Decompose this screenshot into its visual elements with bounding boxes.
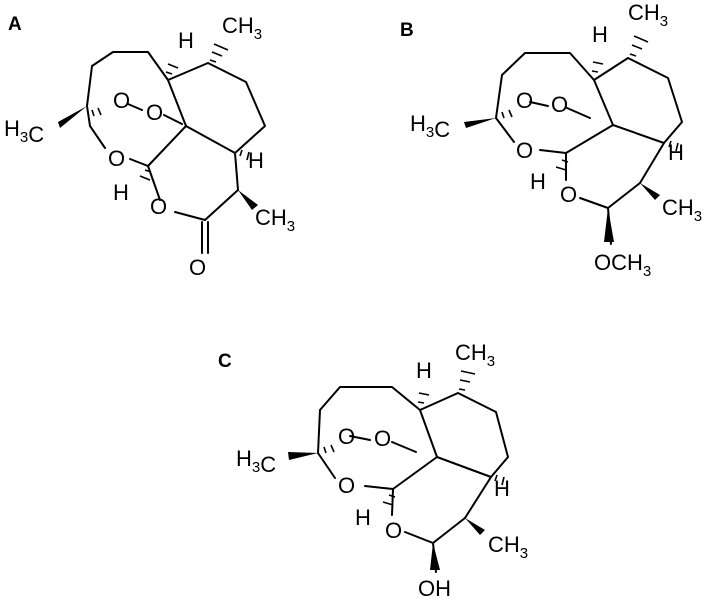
atom-o: O (338, 424, 355, 449)
atom-h: H (355, 505, 371, 530)
atom-ch3-right: CH3 (255, 205, 295, 235)
atom-ch3-top: CH3 (628, 0, 668, 30)
atom-h: H (668, 140, 684, 165)
atom-o: O (338, 473, 355, 498)
stereo-a (58, 43, 258, 210)
atom-o: O (560, 182, 577, 207)
atom-o: O (150, 194, 167, 219)
bonds-b (495, 52, 683, 245)
panel-label-b: B (400, 20, 414, 41)
atom-ch3-right: CH3 (488, 532, 528, 562)
atom-oh: OH (418, 576, 451, 601)
atom-h: H (178, 28, 194, 53)
atom-h: H (530, 169, 546, 194)
panel-label-c: C (218, 351, 232, 372)
structure-a: A (4, 13, 295, 280)
atom-h: H (416, 358, 432, 383)
atom-h: H (494, 476, 510, 501)
structure-c: C (218, 340, 528, 601)
atom-o: O (385, 518, 402, 543)
structure-b: B (400, 0, 702, 280)
stereo-b (464, 35, 679, 242)
atom-h: H (248, 148, 264, 173)
stereo-c (288, 370, 505, 570)
atom-ch3-right: CH3 (662, 195, 702, 225)
atoms-c: H CH3 H3C O O O H H O CH3 OH (236, 340, 528, 601)
atom-h: H (113, 180, 129, 205)
bonds-a (86, 51, 266, 254)
atom-ch3-top: CH3 (455, 340, 495, 370)
atom-ch3-top: CH3 (222, 13, 262, 43)
atom-o-carbonyl: O (189, 255, 206, 280)
atom-o: O (146, 100, 163, 125)
atom-o: O (108, 146, 125, 171)
atom-h3c-left: H3C (4, 116, 44, 147)
atom-o: O (374, 426, 391, 451)
atom-o: O (551, 92, 568, 117)
atom-o: O (113, 88, 130, 113)
atom-o: O (516, 138, 533, 163)
atom-h3c-left: H3C (236, 446, 276, 477)
atom-h: H (592, 22, 608, 47)
atom-o: O (516, 88, 533, 113)
bonds-c (317, 386, 509, 573)
atom-h3c-left: H3C (410, 111, 450, 142)
atom-och3: OCH3 (594, 250, 651, 280)
panel-label-a: A (8, 14, 22, 35)
